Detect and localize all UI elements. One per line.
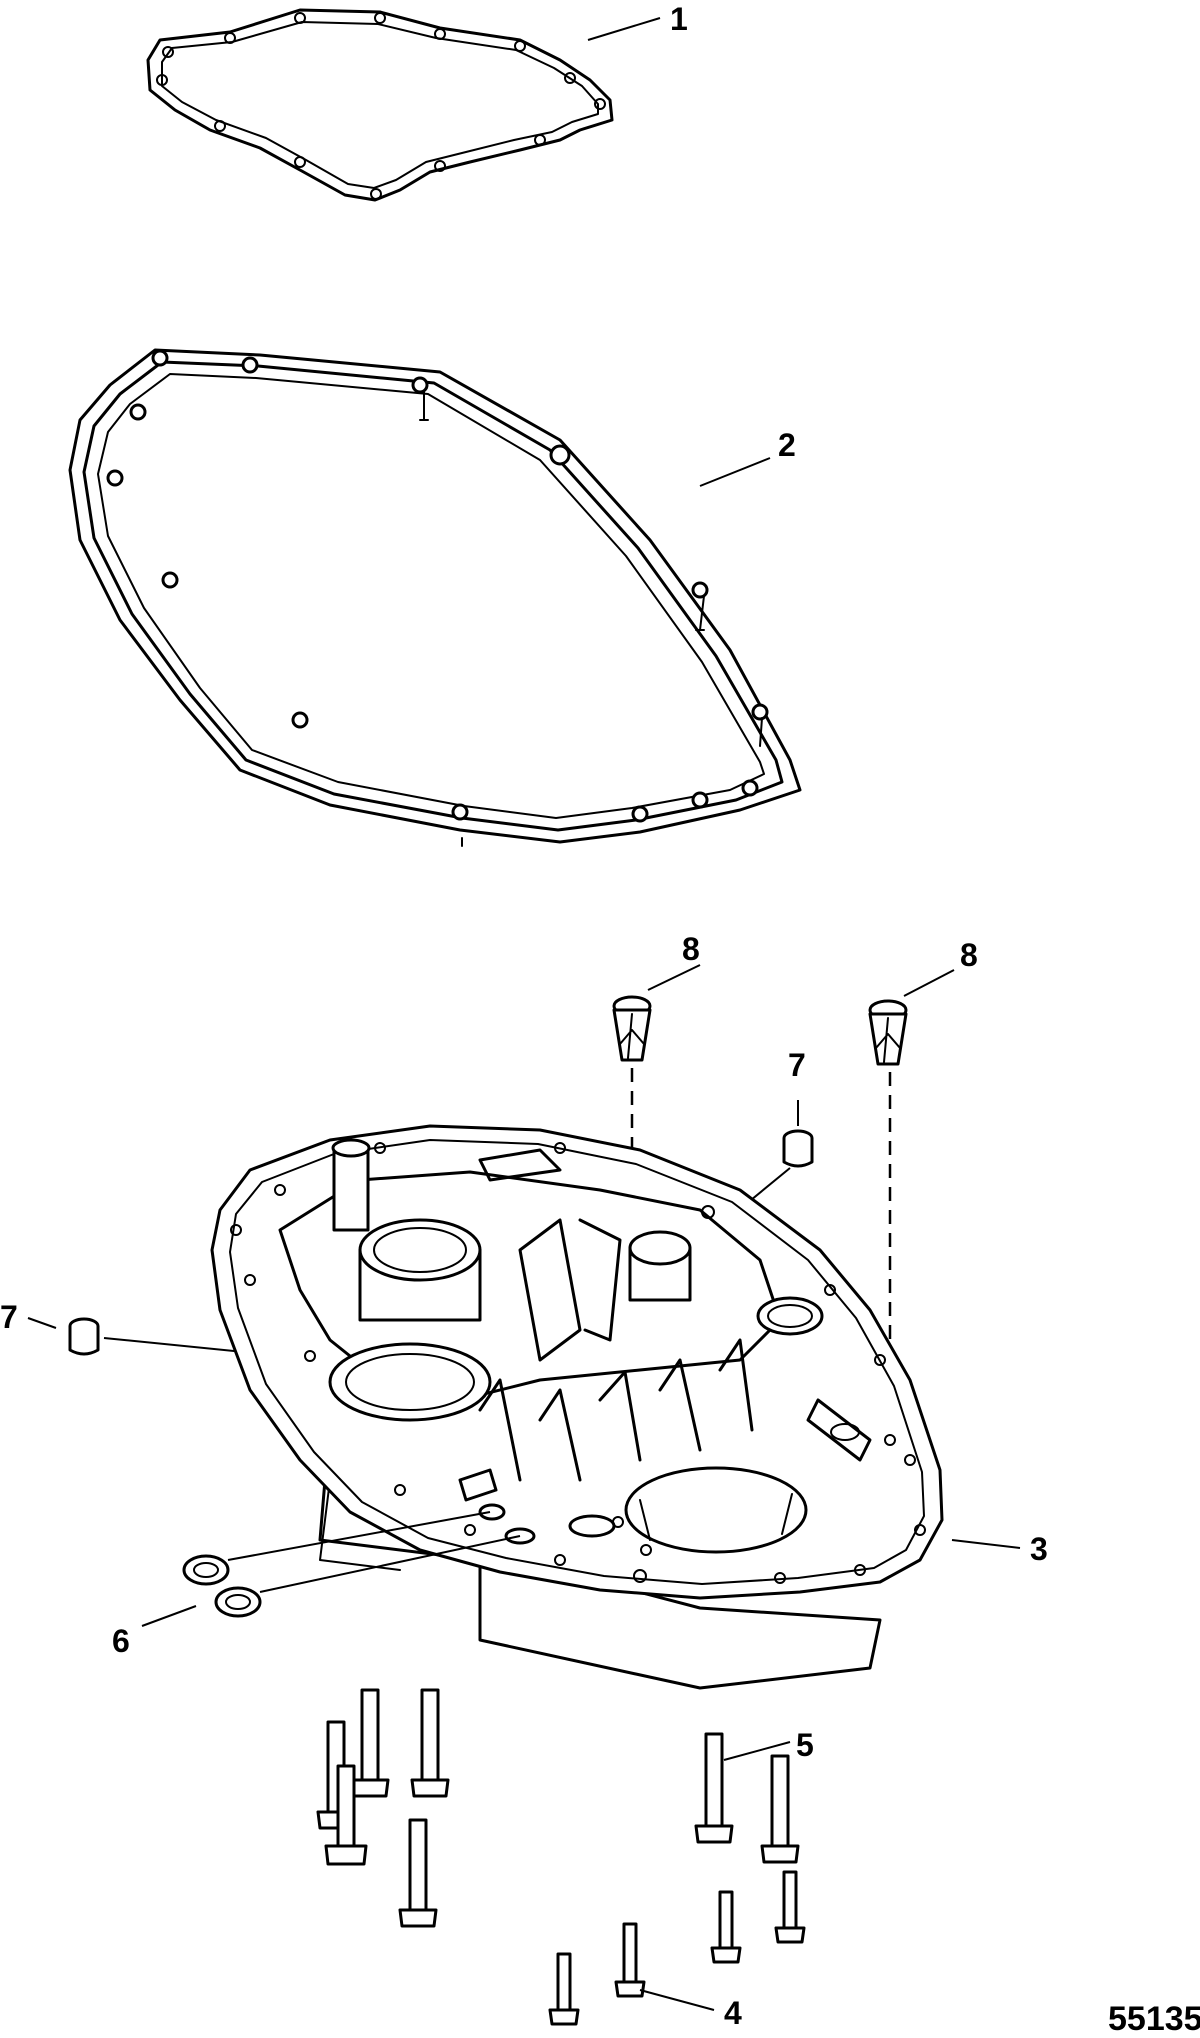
callout-4: 4 [724,1995,742,2031]
bolt [398,1818,438,1928]
bolt [548,1952,580,2026]
callout-3: 3 [1030,1531,1048,1567]
leader-3 [951,1539,1021,1549]
leader-6-upper [227,1511,491,1561]
callout-6: 6 [112,1623,130,1659]
gasket-part-1 [146,8,614,202]
dowel-pin-right-part-7 [782,1129,814,1168]
housing-plate-part-3 [210,1124,944,1690]
leader-8b [903,969,955,997]
leader-8a [647,964,701,991]
bolt [760,1754,800,1864]
seal-ring-part-2 [68,348,802,847]
leader-6 [141,1605,197,1627]
figure-id: 55135 [1108,2000,1200,2038]
bolt [324,1764,368,1866]
callout-2: 2 [778,427,796,463]
leader-5 [723,1741,791,1761]
bolt-group-part-4 [548,1870,806,2026]
leader-6-lower [259,1535,521,1593]
callout-1: 1 [670,1,688,37]
callout-7b: 7 [788,1047,806,1083]
callout-8b: 8 [960,937,978,973]
bolt [350,1688,390,1798]
grommet-upper-part-6 [182,1554,230,1586]
leader-7a [27,1317,57,1329]
bolt [694,1732,734,1844]
leader-4 [639,1989,715,2011]
callout-7a: 7 [0,1299,18,1335]
bolt [710,1890,742,1964]
grommet-lower-part-6 [214,1586,262,1618]
anchor-right-part-8 [868,999,908,1066]
leader-1 [587,17,661,41]
callout-5: 5 [796,1727,814,1763]
bolt [774,1870,806,1944]
dowel-pin-left-part-7 [68,1317,100,1356]
anchor-left-part-8 [612,995,652,1062]
bolt [410,1688,450,1798]
callout-8a: 8 [682,931,700,967]
bolt-group-part-5 [316,1688,800,1928]
bolt [614,1922,646,1998]
leader-2 [699,457,771,487]
